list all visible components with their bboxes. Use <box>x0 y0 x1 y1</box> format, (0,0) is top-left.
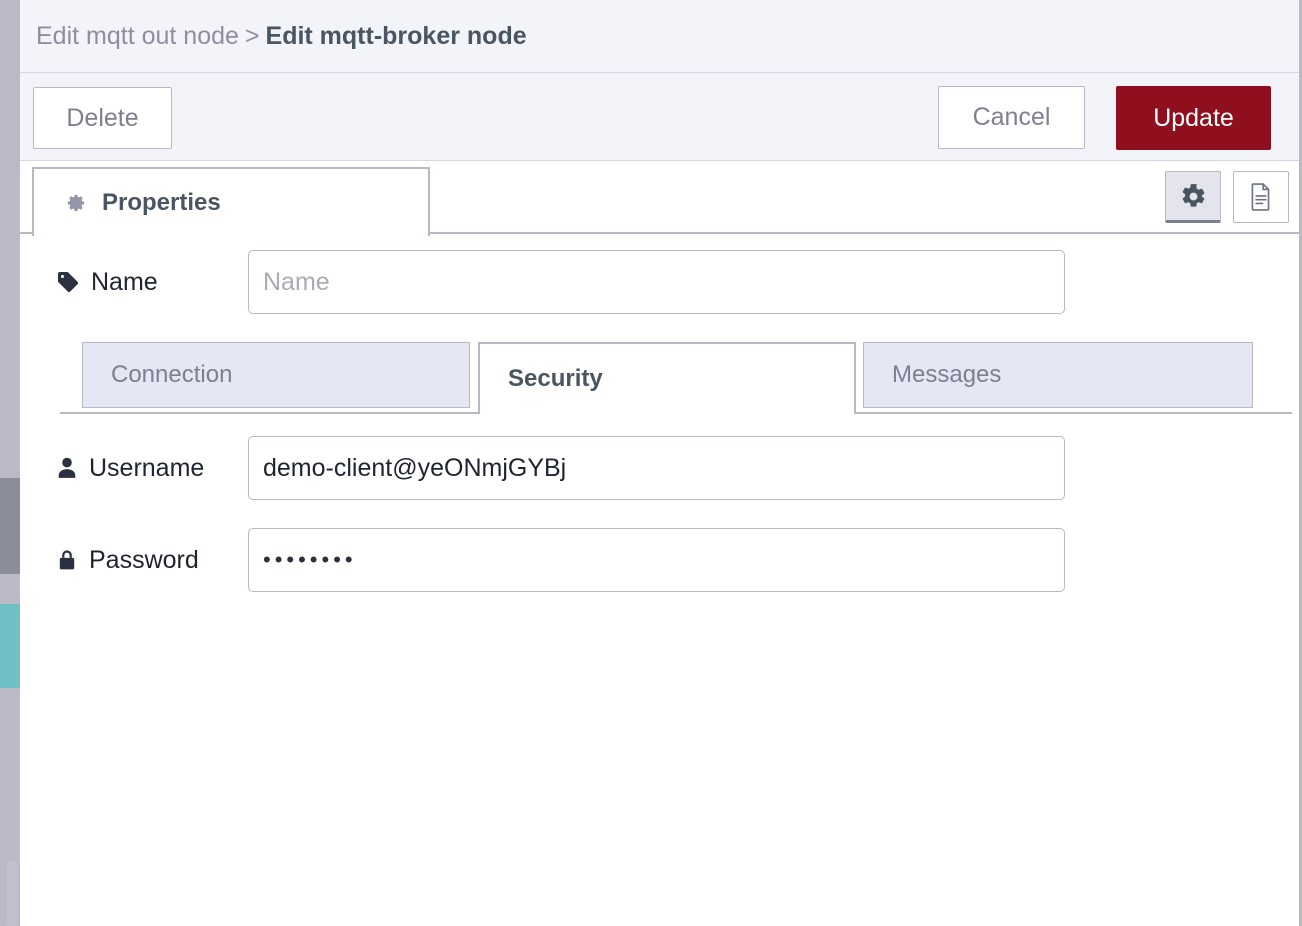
inner-tab-row: Connection Security Messages <box>60 342 1292 414</box>
cancel-button[interactable]: Cancel <box>938 86 1085 149</box>
tab-security[interactable]: Security <box>478 342 856 414</box>
username-label: Username <box>20 454 248 483</box>
form-row-password: Password <box>20 528 1065 592</box>
dialog-header: Edit mqtt out node>Edit mqtt-broker node <box>20 0 1299 73</box>
background-panel <box>0 0 20 926</box>
dialog-body: Name Connection Security Messages <box>20 234 1299 926</box>
breadcrumb-parent[interactable]: Edit mqtt out node <box>36 21 239 50</box>
lock-icon <box>56 548 78 572</box>
breadcrumb: Edit mqtt out node>Edit mqtt-broker node <box>36 22 527 51</box>
outer-tab-underline <box>20 232 1299 234</box>
tab-properties[interactable]: Properties <box>32 167 430 236</box>
background-fragment-teal <box>0 604 20 688</box>
password-label-text: Password <box>89 545 199 574</box>
gear-settings-button[interactable] <box>1165 171 1221 223</box>
update-button[interactable]: Update <box>1116 86 1271 150</box>
password-label: Password <box>20 546 248 575</box>
breadcrumb-current: Edit mqtt-broker node <box>265 21 527 50</box>
outer-tab-row: Properties <box>20 161 1299 236</box>
username-input[interactable] <box>248 436 1065 500</box>
form-row-username: Username <box>20 436 1065 500</box>
tag-icon <box>56 270 80 294</box>
name-label-text: Name <box>91 267 158 296</box>
document-icon <box>1251 183 1270 211</box>
password-input[interactable] <box>248 528 1065 592</box>
gear-icon <box>62 190 88 216</box>
gear-icon <box>1182 183 1204 207</box>
edit-node-dialog: Edit mqtt out node>Edit mqtt-broker node… <box>20 0 1302 926</box>
user-icon <box>56 456 78 480</box>
tab-properties-label: Properties <box>102 188 221 216</box>
tab-messages[interactable]: Messages <box>863 342 1253 408</box>
background-fragment <box>0 478 20 574</box>
breadcrumb-separator: > <box>244 21 260 50</box>
dialog-toolbar: Delete Cancel Update <box>20 73 1299 161</box>
name-input[interactable] <box>248 250 1065 314</box>
background-scrollbar[interactable] <box>7 862 18 926</box>
form-row-name: Name <box>20 250 1065 314</box>
tab-connection[interactable]: Connection <box>82 342 470 408</box>
description-button[interactable] <box>1233 171 1289 223</box>
background-strip <box>0 0 20 926</box>
name-label: Name <box>20 268 248 297</box>
delete-button[interactable]: Delete <box>33 87 172 149</box>
username-label-text: Username <box>89 453 205 482</box>
